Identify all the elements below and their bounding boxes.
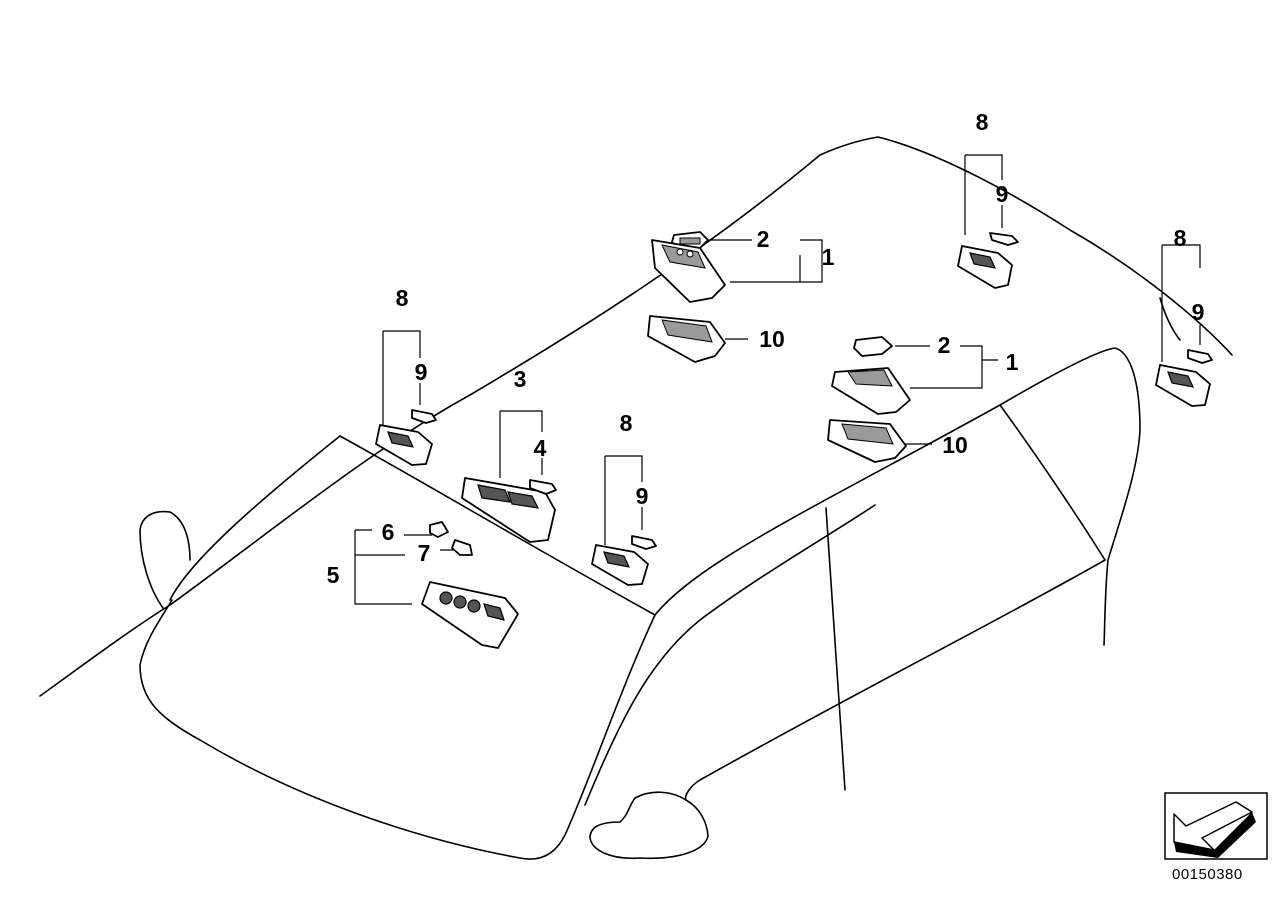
lamp-cover-part	[647, 315, 726, 363]
switch-part	[429, 521, 449, 538]
callout-9: 9	[636, 483, 649, 509]
lamp-cover-part	[827, 419, 907, 463]
direction-arrow-icon	[1164, 792, 1268, 860]
reading-light-part	[957, 245, 1013, 289]
overhead-console-part	[421, 581, 519, 649]
callout-2: 2	[757, 226, 770, 252]
callout-8: 8	[620, 410, 633, 436]
callout-4: 4	[534, 435, 547, 461]
leader-lines	[354, 154, 1201, 605]
bulb-part	[451, 539, 473, 556]
bulb-part	[853, 336, 893, 357]
bulb-part	[1187, 349, 1213, 364]
bulb-part	[529, 479, 557, 495]
callout-7: 7	[418, 540, 431, 566]
callout-10: 10	[759, 326, 785, 352]
reading-light-part	[1155, 364, 1211, 407]
callout-labels: 1 1 2 2 3 4 5 6 7 8 8 8 8 9 9 9 9 10 10	[327, 109, 1205, 588]
callout-8: 8	[1174, 225, 1187, 251]
callout-2: 2	[938, 332, 951, 358]
callout-8: 8	[976, 109, 989, 135]
callout-10: 10	[942, 432, 968, 458]
callout-1: 1	[1006, 349, 1019, 375]
bulb-part	[989, 232, 1019, 246]
reading-light-part	[375, 424, 433, 466]
callout-8: 8	[396, 285, 409, 311]
reference-number: 00150380	[1172, 866, 1243, 883]
interior-light-part	[831, 367, 911, 415]
interior-light-part	[651, 239, 726, 303]
bulb-part	[631, 535, 657, 550]
map-light-part	[461, 477, 556, 543]
bulb-part	[411, 409, 437, 424]
callout-5: 5	[327, 562, 340, 588]
callout-9: 9	[1192, 299, 1205, 325]
reading-light-part	[591, 544, 649, 586]
parts	[375, 231, 1213, 649]
callout-3: 3	[514, 366, 527, 392]
callout-1: 1	[822, 244, 835, 270]
callout-6: 6	[382, 519, 395, 545]
callout-9: 9	[996, 181, 1009, 207]
callout-9: 9	[415, 359, 428, 385]
